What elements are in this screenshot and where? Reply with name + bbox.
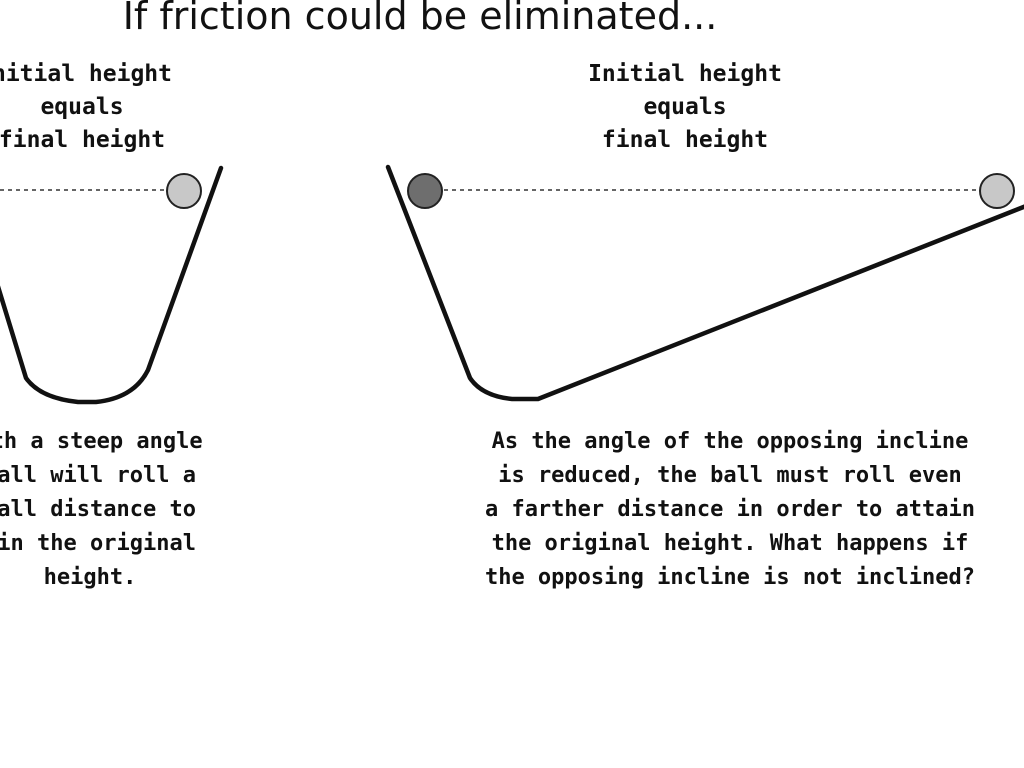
right-height-label-line: equals: [643, 94, 727, 120]
left-caption-line: ith a steep angle: [0, 429, 203, 454]
right-height-label-line: Initial height: [588, 61, 782, 87]
right-caption-line: a farther distance in order to attain: [484, 497, 976, 522]
right-caption: As the angle of the opposing incline is …: [460, 425, 1000, 595]
left-height-label: nitial height equals final height: [0, 58, 212, 157]
right-initial-ball: [407, 173, 443, 209]
right-caption-line: the opposing incline is not inclined?: [484, 565, 976, 590]
page-title: If friction could be eliminated...: [122, 0, 718, 38]
left-caption-line: height.: [43, 565, 137, 590]
left-caption: ith a steep angle ball will roll a nall …: [0, 425, 320, 595]
right-caption-line: As the angle of the opposing incline: [491, 429, 969, 454]
right-height-label-line: final height: [601, 127, 769, 153]
right-height-label: Initial height equals final height: [555, 58, 815, 157]
left-height-label-line: equals: [40, 94, 124, 120]
left-final-ball: [166, 173, 202, 209]
left-caption-line: ain the original: [0, 531, 196, 556]
right-caption-line: the original height. What happens if: [491, 531, 969, 556]
left-height-label-line: nitial height: [0, 61, 172, 87]
left-height-label-line: final height: [0, 127, 166, 153]
left-steep-track: [0, 165, 224, 405]
right-shallow-track: [385, 164, 1024, 402]
left-caption-line: ball will roll a: [0, 463, 196, 488]
left-caption-line: nall distance to: [0, 497, 196, 522]
right-caption-line: is reduced, the ball must roll even: [498, 463, 962, 488]
right-final-ball: [979, 173, 1015, 209]
